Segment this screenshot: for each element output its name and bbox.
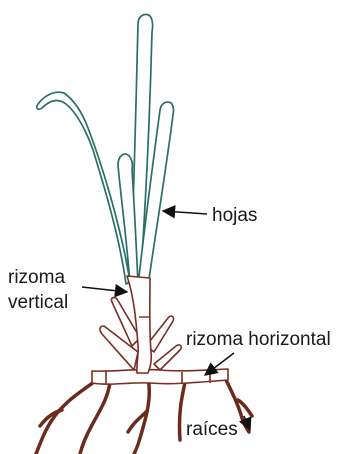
label-leaves: hojas [212,205,257,226]
label-roots: raíces [186,419,238,440]
arrow-vertical-rhizome [82,287,127,292]
bud-right-lower [154,345,181,370]
horizontal-rhizome-body [92,369,228,384]
root-left-inner [80,382,110,454]
label-vertical-rhizome-line2: vertical [8,292,68,313]
leaves [37,14,174,286]
roots [36,376,252,454]
leaf-drooping [37,92,130,284]
label-horizontal-rhizome: rizoma horizontal [186,329,331,350]
arrow-leaves [163,211,207,214]
label-vertical-rhizome-line1: rizoma [8,267,65,288]
root-left-outer [36,380,97,454]
horizontal-rhizome [92,369,228,384]
